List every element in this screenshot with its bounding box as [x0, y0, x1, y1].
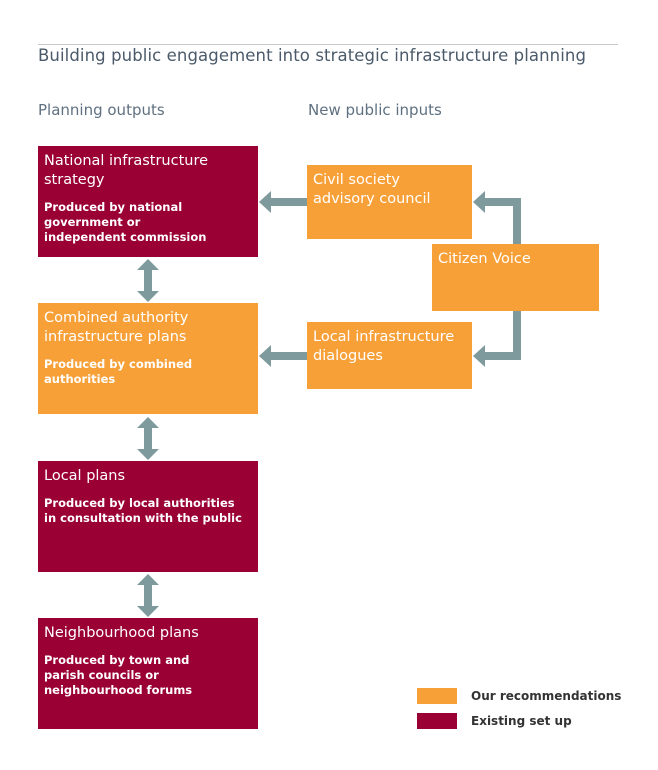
legend-label-existing: Existing set up	[471, 714, 572, 728]
legend-label-recommendations: Our recommendations	[471, 689, 622, 703]
box-combined-authority-plans: Combined authority infrastructure plans …	[38, 303, 258, 414]
box-national-desc: Produced by national government or indep…	[44, 200, 207, 244]
box-combined-name: Combined authority infrastructure plans	[44, 310, 189, 345]
box-local-desc: Produced by local authorities in consult…	[44, 496, 242, 525]
arrow-citizen-voice-to-dialogues	[473, 311, 521, 367]
box-combined-desc: Produced by combined authorities	[44, 357, 193, 386]
title-rule	[38, 44, 618, 45]
box-local-name: Local plans	[44, 468, 126, 484]
box-neighbourhood-desc: Produced by town and parish councils or …	[44, 653, 193, 697]
box-national-infrastructure-strategy: National infrastructure strategy Produce…	[38, 146, 258, 257]
double-arrow-combined-local	[137, 417, 159, 460]
box-local-infrastructure-dialogues: Local infrastructure dialogues	[307, 322, 472, 389]
arrow-citizen-voice-to-civil-society	[473, 191, 521, 244]
diagram-title: Building public engagement into strategi…	[38, 46, 587, 65]
legend-swatch-recommendations	[417, 688, 457, 704]
box-civil-society-advisory-council: Civil society advisory council	[307, 165, 472, 239]
double-arrow-national-combined	[137, 259, 159, 302]
arrow-dialogues-to-combined	[259, 345, 307, 367]
box-national-name: National infrastructure strategy	[44, 153, 209, 188]
column-header-new-public-inputs: New public inputs	[308, 101, 442, 119]
arrow-civil-society-to-national	[259, 191, 307, 213]
box-citizen-voice: Citizen Voice	[432, 244, 599, 311]
box-local-plans: Local plans Produced by local authoritie…	[38, 461, 258, 572]
box-neighbourhood-plans: Neighbourhood plans Produced by town and…	[38, 618, 258, 729]
box-civil-society-name: Civil society advisory council	[313, 172, 431, 207]
box-citizen-voice-name: Citizen Voice	[438, 251, 531, 267]
column-header-planning-outputs: Planning outputs	[38, 101, 165, 119]
box-local-dialogues-name: Local infrastructure dialogues	[313, 329, 455, 364]
box-neighbourhood-name: Neighbourhood plans	[44, 625, 199, 641]
double-arrow-local-neighbourhood	[137, 574, 159, 617]
legend-swatch-existing	[417, 713, 457, 729]
